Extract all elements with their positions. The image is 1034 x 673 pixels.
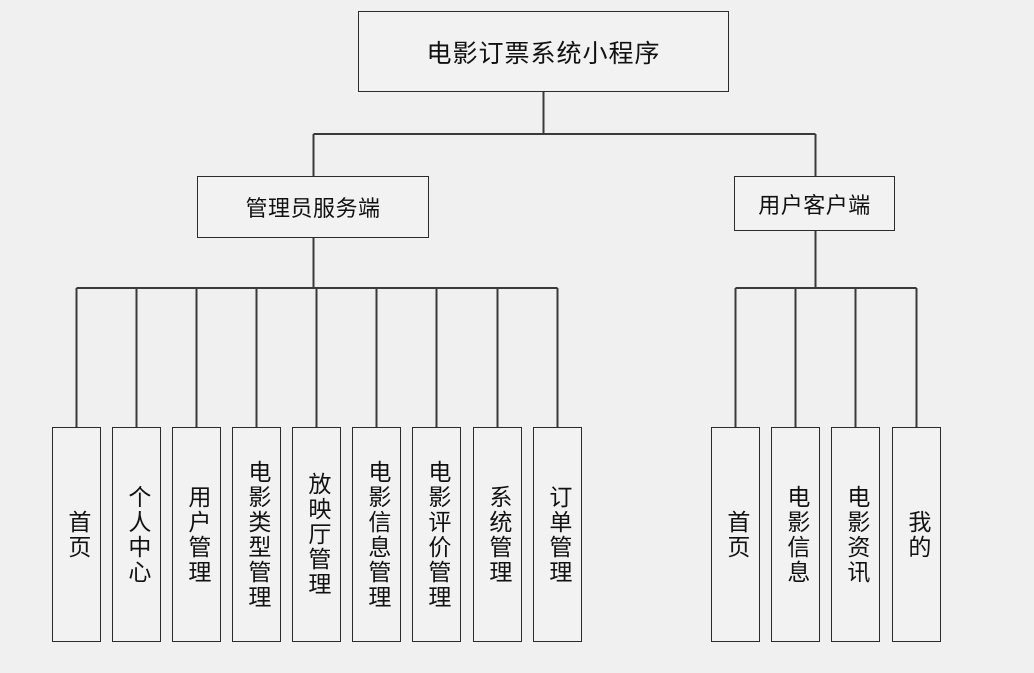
leaf-node-user-3: 电影资讯 [831, 427, 880, 642]
leaf-label: 电影信息管理 [363, 459, 390, 610]
leaf-label: 首页 [722, 509, 749, 560]
leaf-label: 订单管理 [544, 484, 571, 585]
leaf-label: 电影评价管理 [423, 459, 450, 610]
leaf-node-admin-5: 放映厅管理 [292, 427, 341, 642]
leaf-node-admin-3: 用户管理 [172, 427, 221, 642]
root-node: 电影订票系统小程序 [358, 11, 729, 92]
leaf-node-user-1: 首页 [711, 427, 760, 642]
leaf-label: 用户管理 [183, 484, 210, 585]
leaf-node-user-4: 我的 [892, 427, 941, 642]
leaf-label: 首页 [63, 509, 90, 560]
leaf-label: 系统管理 [484, 484, 511, 585]
leaf-label: 我的 [903, 509, 930, 560]
branch-node-user: 用户客户端 [734, 176, 895, 231]
leaf-label: 电影资讯 [842, 484, 869, 585]
leaf-node-admin-6: 电影信息管理 [352, 427, 401, 642]
leaf-node-user-2: 电影信息 [771, 427, 820, 642]
leaf-label: 电影信息 [782, 484, 809, 585]
leaf-node-admin-4: 电影类型管理 [232, 427, 281, 642]
leaf-node-admin-1: 首页 [52, 427, 101, 642]
leaf-label: 放映厅管理 [303, 472, 330, 597]
leaf-node-admin-9: 订单管理 [533, 427, 582, 642]
leaf-node-admin-8: 系统管理 [473, 427, 522, 642]
branch-node-admin: 管理员服务端 [197, 176, 429, 238]
leaf-node-admin-2: 个人中心 [112, 427, 161, 642]
leaf-label: 个人中心 [123, 484, 150, 585]
leaf-node-admin-7: 电影评价管理 [412, 427, 461, 642]
leaf-label: 电影类型管理 [243, 459, 270, 610]
